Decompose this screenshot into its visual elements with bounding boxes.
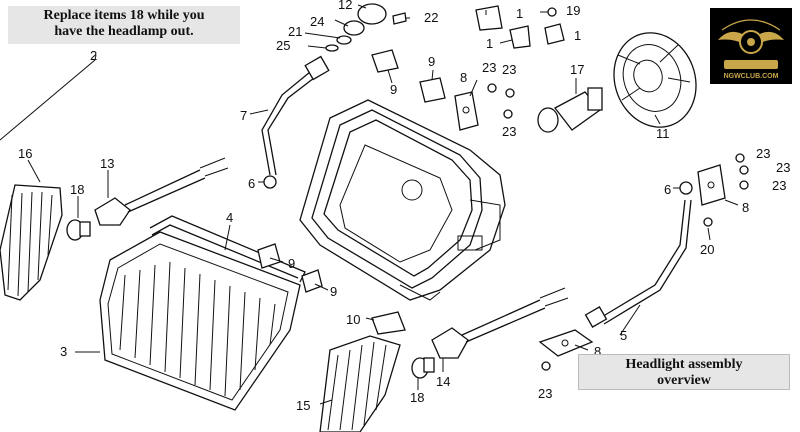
label-1a: 1 bbox=[516, 6, 523, 21]
label-25: 25 bbox=[276, 38, 290, 53]
label-8a: 8 bbox=[460, 70, 467, 85]
side-reflector-left bbox=[0, 184, 63, 301]
label-9d: 9 bbox=[330, 284, 337, 299]
label-23d: 23 bbox=[756, 146, 770, 161]
reflector-cup-11 bbox=[613, 32, 697, 128]
label-24: 24 bbox=[310, 14, 324, 29]
note-bottom-line2: overview bbox=[657, 373, 711, 388]
bracket-8-bottom bbox=[538, 329, 594, 357]
note-bottom-line1: Headlight assembly bbox=[625, 357, 743, 372]
label-17: 17 bbox=[570, 62, 584, 77]
label-2: 2 bbox=[90, 48, 97, 63]
label-22: 22 bbox=[424, 10, 438, 25]
label-20: 20 bbox=[700, 242, 714, 257]
label-23e: 23 bbox=[776, 160, 790, 175]
label-16: 16 bbox=[18, 146, 32, 161]
label-23g: 23 bbox=[538, 386, 552, 401]
label-6a: 6 bbox=[248, 176, 255, 191]
label-3: 3 bbox=[60, 344, 67, 359]
cable-7 bbox=[261, 55, 330, 189]
club-logo: NGWCLUB.COM bbox=[710, 8, 792, 84]
label-23a: 23 bbox=[482, 60, 496, 75]
label-4: 4 bbox=[226, 210, 233, 225]
label-14: 14 bbox=[436, 374, 450, 389]
replace-items-note: Replace items 18 while you have the head… bbox=[8, 6, 240, 44]
assembly-caption: Headlight assembly overview bbox=[578, 354, 790, 390]
side-reflector-right bbox=[319, 335, 401, 432]
label-23f: 23 bbox=[772, 178, 786, 193]
headlamp-housing bbox=[299, 99, 506, 301]
headlamp-lens bbox=[99, 231, 301, 411]
label-18b: 18 bbox=[410, 390, 424, 405]
label-1b: 1 bbox=[486, 36, 493, 51]
label-5: 5 bbox=[620, 328, 627, 343]
label-9b: 9 bbox=[428, 54, 435, 69]
bulb-18-right bbox=[411, 357, 435, 379]
clamps-1 bbox=[475, 5, 565, 49]
socket-14 bbox=[431, 287, 569, 359]
label-8c: 8 bbox=[594, 344, 601, 359]
socket-13 bbox=[94, 157, 229, 226]
logo-url: NGWCLUB.COM bbox=[723, 73, 779, 80]
label-23c: 23 bbox=[502, 124, 516, 139]
label-6b: 6 bbox=[664, 182, 671, 197]
note-top-line2: have the headlamp out. bbox=[54, 24, 194, 39]
label-9a: 9 bbox=[390, 82, 397, 97]
label-1c: 1 bbox=[574, 28, 581, 43]
small-screws bbox=[487, 7, 749, 371]
label-13: 13 bbox=[100, 156, 114, 171]
leader-lines bbox=[27, 4, 739, 405]
wing-emblem-icon bbox=[718, 19, 784, 69]
label-11: 11 bbox=[656, 126, 670, 141]
note-top-line1: Replace items 18 while you bbox=[43, 8, 205, 23]
bracket-8-right bbox=[697, 164, 726, 206]
bulb-17 bbox=[537, 87, 603, 133]
label-19: 19 bbox=[566, 3, 580, 18]
bulb-18-left bbox=[66, 219, 91, 241]
clips-9 bbox=[257, 49, 446, 293]
label-10: 10 bbox=[346, 312, 360, 327]
label-15: 15 bbox=[296, 398, 310, 413]
label-18a: 18 bbox=[70, 182, 84, 197]
label-7: 7 bbox=[240, 108, 247, 123]
bracket-8-top bbox=[454, 91, 479, 131]
part-10-clamp bbox=[371, 311, 406, 335]
adjuster-hardware bbox=[325, 3, 407, 52]
label-8b: 8 bbox=[742, 200, 749, 215]
label-23b: 23 bbox=[502, 62, 516, 77]
label-21: 21 bbox=[288, 24, 302, 39]
label-12: 12 bbox=[338, 0, 352, 12]
cable-5 bbox=[584, 181, 693, 328]
part-2-leader bbox=[0, 54, 97, 141]
label-9c: 9 bbox=[288, 256, 295, 271]
